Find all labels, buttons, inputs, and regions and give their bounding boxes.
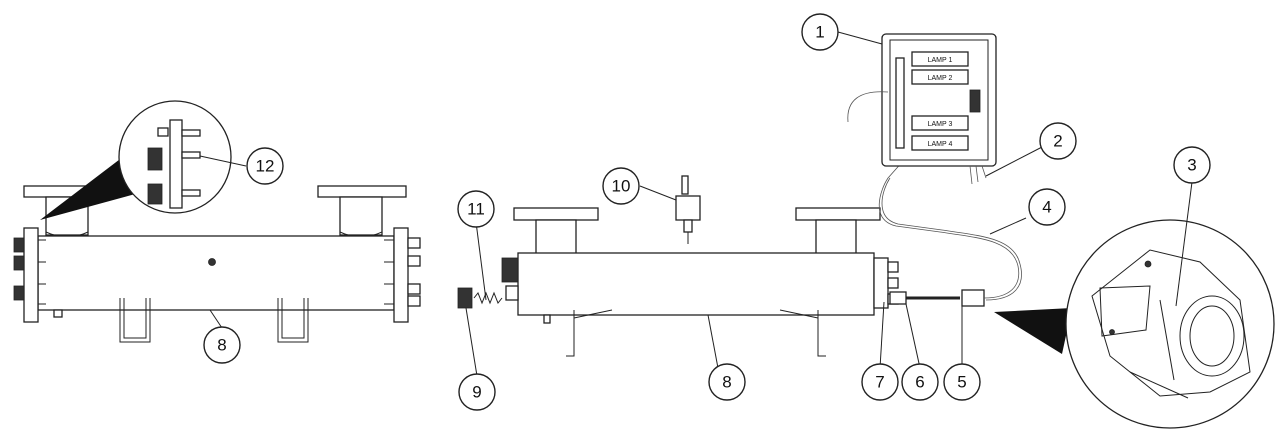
lamp-2-label: LAMP 2	[928, 75, 953, 82]
callout-10-label: 10	[612, 177, 631, 196]
callout-8-left-label: 8	[217, 336, 226, 355]
callout-5-label: 5	[957, 373, 966, 392]
callout-12: 12	[246, 147, 284, 185]
callout-4-label: 4	[1042, 198, 1051, 217]
callout-7: 7	[861, 363, 899, 401]
callout-2: 2	[1039, 122, 1077, 160]
control-panel-assembly: LAMP 1 LAMP 2 LAMP 3 LAMP 4	[847, 33, 997, 185]
callout-10: 10	[602, 167, 640, 205]
lamp-3-label: LAMP 3	[928, 121, 953, 128]
callout-2-label: 2	[1053, 132, 1062, 151]
lamp-ballast-1: LAMP 1	[911, 51, 969, 67]
callout-8-middle-label: 8	[722, 373, 731, 392]
callout-7-label: 7	[875, 373, 884, 392]
lamp-4-label: LAMP 4	[928, 141, 953, 148]
callout-9-label: 9	[472, 383, 481, 402]
lamp-ballast-2: LAMP 2	[911, 69, 969, 85]
detail-magnifier-3	[994, 219, 1275, 429]
callout-1-label: 1	[815, 23, 824, 42]
callout-3: 3	[1173, 146, 1211, 184]
callout-11: 11	[457, 190, 495, 228]
lamp-ballast-3: LAMP 3	[911, 115, 969, 131]
callout-6: 6	[901, 363, 939, 401]
middle-reactor-assembly	[457, 159, 1022, 357]
callout-12-label: 12	[256, 157, 275, 176]
callout-9: 9	[458, 373, 496, 411]
callout-3-label: 3	[1187, 156, 1196, 175]
callout-8-middle: 8	[708, 363, 746, 401]
callout-1: 1	[801, 13, 839, 51]
lamp-ballast-4: LAMP 4	[911, 135, 969, 151]
detail-magnifier-12	[40, 100, 232, 220]
lamp-1-label: LAMP 1	[928, 57, 953, 64]
callout-11-label: 11	[467, 200, 485, 219]
leader-lines	[199, 31, 1193, 377]
callout-8-left: 8	[203, 326, 241, 364]
left-reactor-assembly	[13, 185, 421, 343]
callout-5: 5	[943, 363, 981, 401]
callout-6-label: 6	[915, 373, 924, 392]
callout-4: 4	[1028, 188, 1066, 226]
